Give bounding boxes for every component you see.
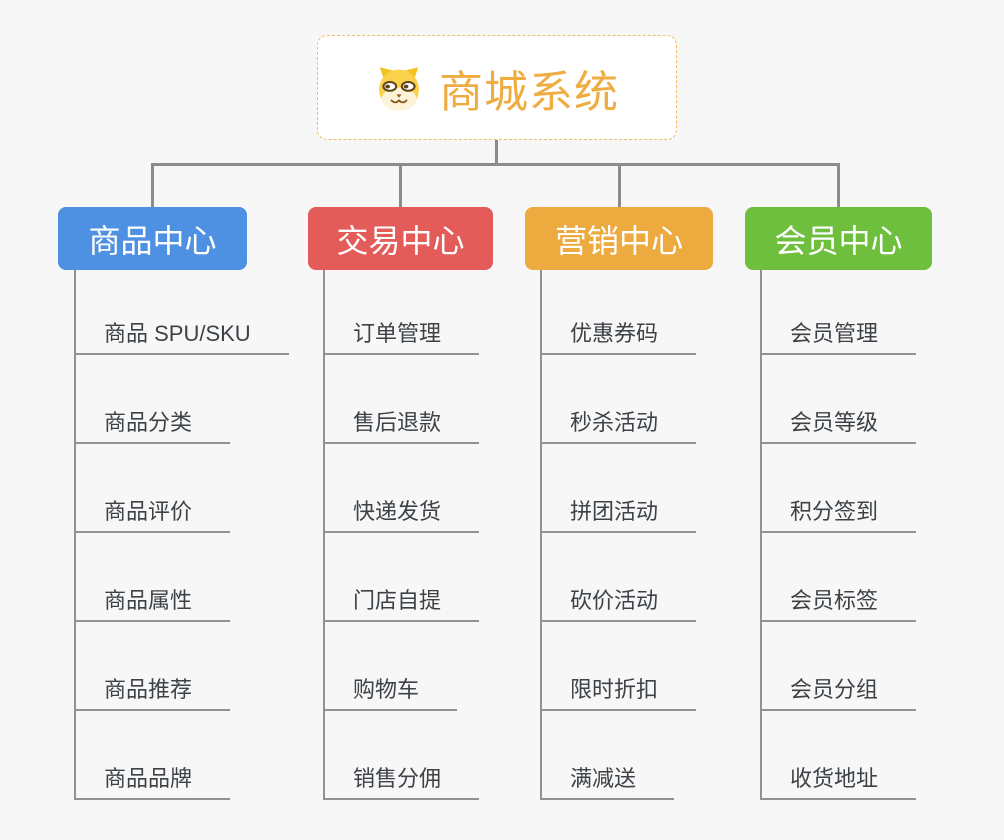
child-item-row: 满减送 <box>542 711 696 800</box>
connector-root-drop <box>495 140 498 164</box>
child-item-row: 商品分类 <box>76 355 289 444</box>
child-node[interactable]: 销售分佣 <box>325 766 480 800</box>
child-node[interactable]: 商品评价 <box>76 499 231 533</box>
connector-bus <box>151 163 840 166</box>
child-item-row: 砍价活动 <box>542 533 697 622</box>
branch-children-column: 会员管理 会员等级 积分签到 会员标签 会员分组 收货地址 <box>760 270 917 800</box>
child-node[interactable]: 购物车 <box>325 677 458 711</box>
branch-label: 会员中心 <box>774 222 903 259</box>
child-node[interactable]: 拼团活动 <box>542 499 697 533</box>
child-item-row: 售后退款 <box>325 355 480 444</box>
connector-drop <box>618 164 621 207</box>
child-item-row: 限时折扣 <box>542 622 697 711</box>
child-node[interactable]: 商品品牌 <box>76 766 231 800</box>
child-item-row: 商品推荐 <box>76 622 289 711</box>
child-item-row: 商品品牌 <box>76 711 289 800</box>
child-node[interactable]: 门店自提 <box>325 588 480 622</box>
branch-node-0[interactable]: 商品中心 <box>58 207 247 270</box>
child-item-row: 销售分佣 <box>325 711 480 800</box>
root-node-mall-system[interactable]: 商城系统 <box>317 35 677 140</box>
child-item-row: 商品 SPU/SKU <box>76 270 289 355</box>
connector-drop <box>837 164 840 207</box>
child-node[interactable]: 积分签到 <box>762 499 917 533</box>
child-item-row: 快递发货 <box>325 444 480 533</box>
child-item-row: 商品评价 <box>76 444 289 533</box>
child-node[interactable]: 秒杀活动 <box>542 410 697 444</box>
child-item-row: 优惠券码 <box>542 270 697 355</box>
child-node[interactable]: 砍价活动 <box>542 588 697 622</box>
branch-label: 交易中心 <box>336 222 465 259</box>
child-node[interactable]: 满减送 <box>542 766 675 800</box>
child-node[interactable]: 商品属性 <box>76 588 231 622</box>
child-item-row: 订单管理 <box>325 270 480 355</box>
child-item-row: 会员分组 <box>762 622 917 711</box>
child-item-row: 收货地址 <box>762 711 917 800</box>
child-node[interactable]: 售后退款 <box>325 410 480 444</box>
child-node[interactable]: 商品 SPU/SKU <box>76 321 289 355</box>
child-item-row: 门店自提 <box>325 533 480 622</box>
child-node[interactable]: 商品推荐 <box>76 677 231 711</box>
child-item-row: 商品属性 <box>76 533 289 622</box>
child-node[interactable]: 快递发货 <box>325 499 480 533</box>
connector-drop <box>399 164 402 207</box>
root-title: 商城系统 <box>439 67 619 117</box>
child-node[interactable]: 会员管理 <box>762 321 917 355</box>
child-item-row: 拼团活动 <box>542 444 697 533</box>
branch-node-1[interactable]: 交易中心 <box>308 207 493 270</box>
branch-label: 营销中心 <box>554 222 683 259</box>
child-node[interactable]: 优惠券码 <box>542 321 697 355</box>
branch-label: 商品中心 <box>88 222 217 259</box>
dog-face-icon <box>379 66 419 111</box>
child-node[interactable]: 会员标签 <box>762 588 917 622</box>
child-item-row: 积分签到 <box>762 444 917 533</box>
child-item-row: 会员等级 <box>762 355 917 444</box>
child-node[interactable]: 收货地址 <box>762 766 917 800</box>
child-node[interactable]: 限时折扣 <box>542 677 697 711</box>
branch-children-column: 订单管理 售后退款 快递发货 门店自提 购物车 销售分佣 <box>323 270 480 800</box>
branch-node-3[interactable]: 会员中心 <box>745 207 932 270</box>
child-node[interactable]: 会员分组 <box>762 677 917 711</box>
child-item-row: 购物车 <box>325 622 479 711</box>
branch-node-2[interactable]: 营销中心 <box>525 207 713 270</box>
child-item-row: 会员标签 <box>762 533 917 622</box>
child-node[interactable]: 订单管理 <box>325 321 480 355</box>
branch-children-column: 优惠券码 秒杀活动 拼团活动 砍价活动 限时折扣 满减送 <box>540 270 697 800</box>
child-node[interactable]: 商品分类 <box>76 410 231 444</box>
child-item-row: 会员管理 <box>762 270 917 355</box>
child-node[interactable]: 会员等级 <box>762 410 917 444</box>
branch-children-column: 商品 SPU/SKU 商品分类 商品评价 商品属性 商品推荐 商品品牌 <box>74 270 289 800</box>
connector-drop <box>151 164 154 207</box>
child-item-row: 秒杀活动 <box>542 355 697 444</box>
